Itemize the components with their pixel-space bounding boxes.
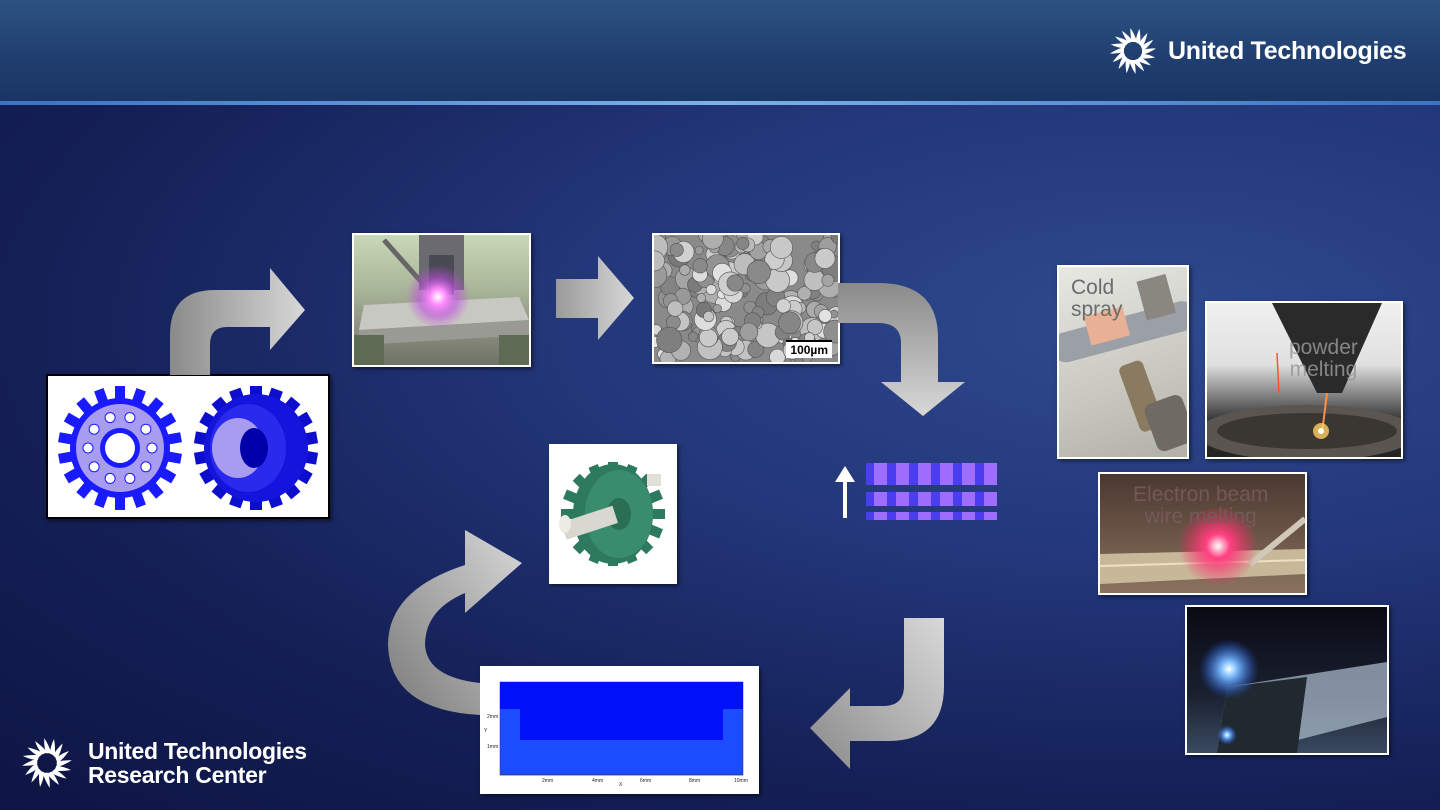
ebeam-wire-label: Electron beam wire melting <box>1133 483 1269 528</box>
finished-part-render <box>549 444 677 584</box>
ut-sunburst-icon <box>1110 28 1156 74</box>
utrc-logo-line1: United Technologies <box>88 738 307 764</box>
simulation-plot: 2mm 1mm Y 2mm 4mm 6mm 8mm 10mm X <box>480 666 759 794</box>
up-arrow-icon <box>835 466 855 518</box>
arrow-up-right <box>170 268 305 375</box>
laser-deposition-photo <box>352 233 531 367</box>
cold-spray-label: Cold spray <box>1071 276 1123 321</box>
arc-deposition-photo <box>1185 605 1389 755</box>
x-tick-4mm: 4mm <box>592 778 604 784</box>
ut-sunburst-icon <box>22 738 72 788</box>
x-tick-10mm: 10mm <box>734 778 748 784</box>
arrow-down-left-curve <box>810 618 944 769</box>
y-axis-label: Y <box>484 728 488 734</box>
ebeam-powder-melting-photo: powder melting <box>1205 301 1403 459</box>
ebeam-wire-melting-photo: Electron beam wire melting <box>1098 472 1307 595</box>
x-tick-2mm: 2mm <box>542 778 554 784</box>
y-tick-2mm: 2mm <box>487 714 499 720</box>
gear-cad-image <box>46 374 330 519</box>
y-tick-1mm: 1mm <box>487 744 499 750</box>
ut-logo-text: United Technologies <box>1168 36 1407 65</box>
utrc-logo-bottom: United Technologies Research Center <box>20 736 307 790</box>
x-axis-label: X <box>619 782 623 788</box>
scale-bar: 100µm <box>786 340 832 358</box>
powder-melting-label: powder melting <box>1289 336 1358 381</box>
cold-spray-photo: Cold spray <box>1057 265 1189 459</box>
header-divider <box>0 101 1440 105</box>
arrow-right <box>556 256 634 340</box>
arrow-down-curve <box>838 283 965 416</box>
x-tick-8mm: 8mm <box>689 778 701 784</box>
layer-stack-diagram <box>835 463 997 520</box>
header-bar <box>0 0 1440 103</box>
ut-logo-top: United Technologies <box>1108 26 1407 76</box>
arrow-loop-up-right <box>388 530 522 715</box>
x-tick-6mm: 6mm <box>640 778 652 784</box>
powder-sem-image: 100µm <box>652 233 840 364</box>
utrc-logo-line2: Research Center <box>88 762 267 788</box>
